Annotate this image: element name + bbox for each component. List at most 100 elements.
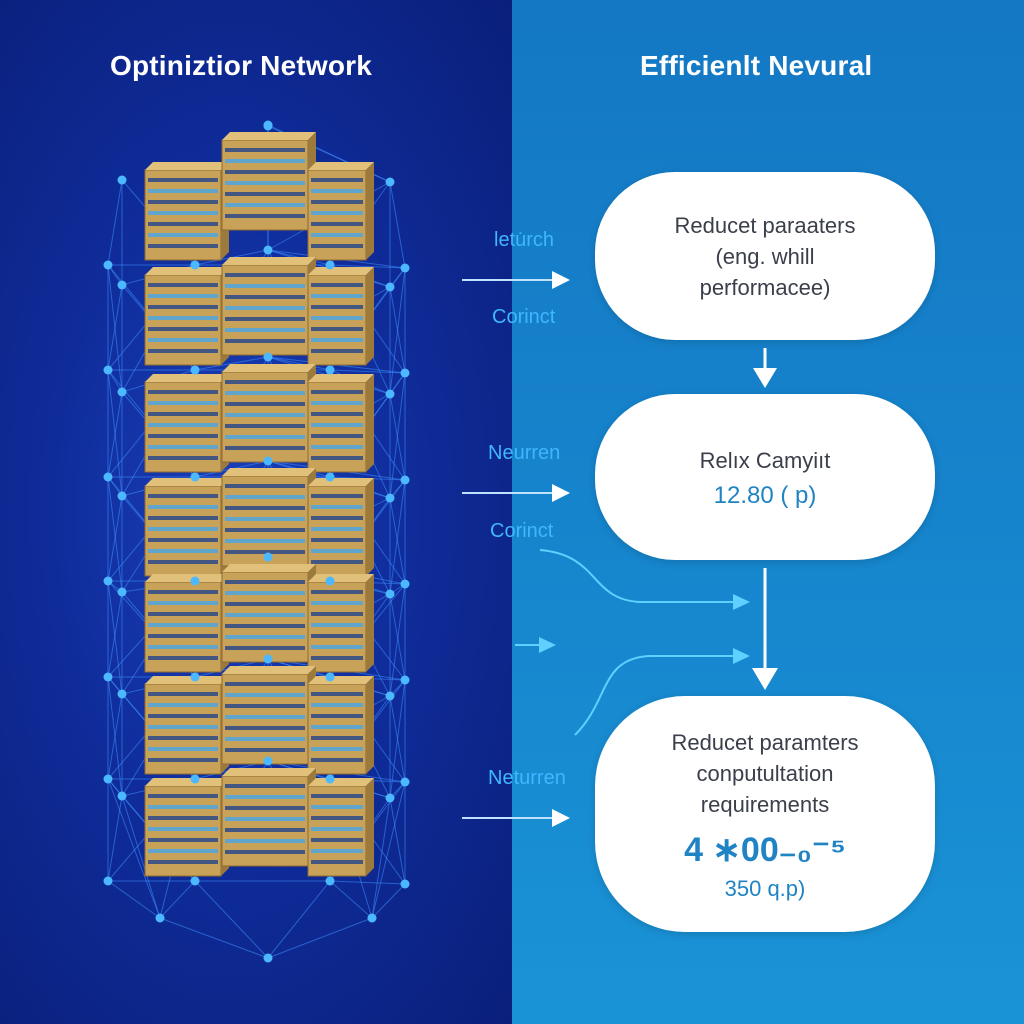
network-node	[190, 472, 200, 482]
network-connection	[107, 284, 123, 371]
arrow-box1-to-box2	[753, 348, 777, 388]
network-node	[117, 387, 127, 397]
network-connection	[371, 781, 406, 919]
network-node	[117, 175, 127, 185]
processor-block	[144, 162, 229, 261]
network-node	[385, 493, 395, 503]
network-node	[103, 774, 113, 784]
network-node	[117, 689, 127, 699]
network-connection	[389, 181, 406, 269]
network-node	[190, 576, 200, 586]
network-node	[190, 774, 200, 784]
network-connection	[194, 880, 269, 959]
network-connection	[267, 356, 331, 371]
processor-block-stack	[144, 132, 374, 877]
network-node	[325, 472, 335, 482]
network-node	[190, 365, 200, 375]
network-node	[103, 472, 113, 482]
network-node	[385, 282, 395, 292]
network-node	[385, 793, 395, 803]
network-connection	[267, 917, 373, 959]
arrow-to-box-2	[462, 484, 570, 502]
side-label-4: Corinct	[490, 520, 554, 542]
network-connection	[389, 286, 406, 374]
network-connection	[107, 880, 161, 919]
network-connection	[107, 391, 123, 478]
network-node	[263, 245, 273, 255]
network-node	[263, 756, 273, 766]
network-node	[190, 876, 200, 886]
network-connection	[329, 369, 406, 374]
processor-block	[221, 468, 316, 567]
processor-block	[221, 132, 316, 231]
arrow-to-box-3	[462, 809, 570, 827]
network-node	[400, 475, 410, 485]
network-node	[190, 260, 200, 270]
network-connection	[107, 795, 123, 882]
network-node	[400, 879, 410, 889]
network-node	[325, 774, 335, 784]
network-connection	[107, 591, 123, 678]
network-connection	[159, 917, 269, 959]
network-node	[325, 876, 335, 886]
network-connection	[371, 883, 406, 919]
flow-arrows	[462, 271, 778, 827]
network-node	[325, 365, 335, 375]
network-connection	[329, 264, 406, 269]
network-connection	[107, 693, 123, 780]
network-node	[325, 576, 335, 586]
curve-arrow-lower	[574, 648, 750, 736]
step-box-3-line-1: Reducet paramters	[671, 729, 859, 755]
network-node	[367, 913, 377, 923]
processor-block	[144, 267, 229, 366]
network-node	[103, 576, 113, 586]
side-label-3: Neurren	[488, 442, 561, 464]
network-connection	[389, 393, 406, 481]
processor-block	[221, 768, 316, 867]
network-node	[103, 672, 113, 682]
step-box-3: Reducet paramters conputultation require…	[595, 696, 935, 932]
network-node	[325, 260, 335, 270]
network-connection	[389, 583, 406, 697]
network-node	[103, 365, 113, 375]
processor-block	[307, 267, 374, 366]
network-connection	[159, 880, 196, 919]
processor-block	[307, 778, 374, 877]
network-connection	[329, 880, 373, 919]
network-node	[400, 263, 410, 273]
step-box-1-line-3: performacee)	[699, 274, 831, 300]
step-box-2-line-1: Relıx Camyiıt	[699, 447, 831, 473]
step-box-2: Relıx Camyiıt 12.80 ( p)	[595, 394, 935, 560]
processor-block	[221, 364, 316, 463]
side-label-5: Neturren	[488, 767, 566, 789]
network-connection	[389, 479, 406, 595]
network-node	[400, 368, 410, 378]
step-box-1-line-1: Reducet paraaters	[674, 212, 856, 238]
network-node	[117, 280, 127, 290]
processor-block	[307, 676, 374, 775]
network-node	[263, 456, 273, 466]
step-box-1-line-2: (eng. whill	[715, 243, 815, 269]
side-label-2: Corinct	[492, 306, 556, 328]
network-node	[117, 587, 127, 597]
network-connection	[194, 356, 269, 371]
network-connection	[267, 880, 331, 959]
right-title: Efficienlt Nevural	[640, 50, 873, 81]
processor-block	[144, 676, 229, 775]
step-box-1: Reducet paraaters (eng. whill performace…	[595, 172, 935, 340]
network-node	[155, 913, 165, 923]
network-connection	[107, 476, 123, 593]
network-node	[117, 791, 127, 801]
network-node	[325, 672, 335, 682]
left-title: Optiniztior Network	[110, 50, 373, 81]
processor-block	[307, 574, 374, 673]
network-connection	[107, 179, 123, 266]
arrow-to-box-1	[462, 271, 570, 289]
network-connection	[107, 495, 123, 582]
side-label-1: letu̇rch	[494, 229, 555, 251]
network-connection	[107, 778, 161, 919]
processor-block	[144, 778, 229, 877]
network-nodes	[103, 120, 410, 963]
network-node	[263, 552, 273, 562]
